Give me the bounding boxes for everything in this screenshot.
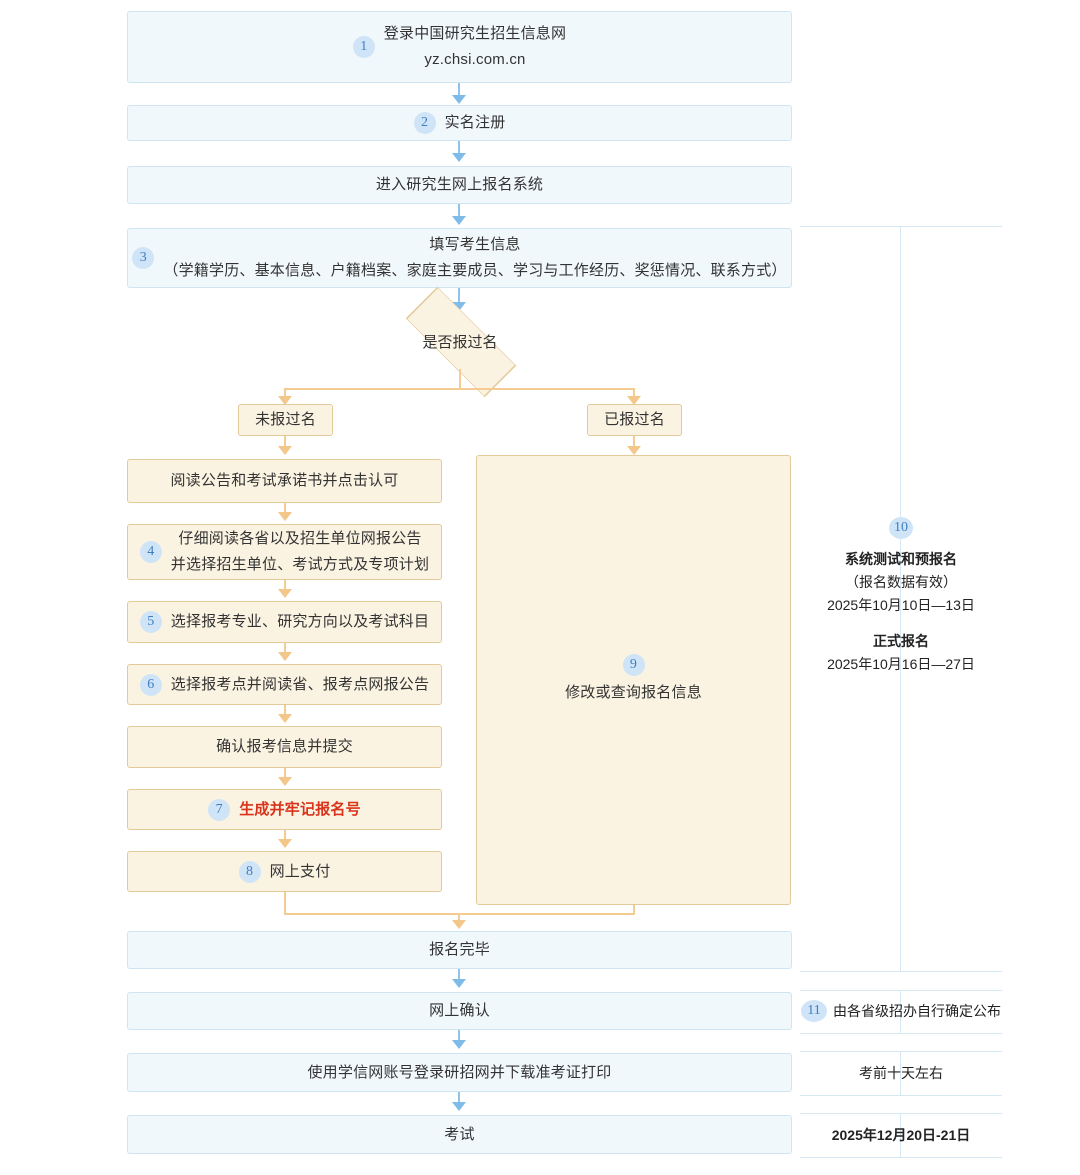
arrow-down-icon — [452, 979, 466, 988]
node-exam[interactable]: 考试 — [127, 1115, 792, 1154]
timeline-rule-3 — [800, 1033, 1002, 1034]
node-read-province-notice[interactable]: 4 仔细阅读各省以及招生单位网报公告 并选择招生单位、考试方式及专项计划 — [127, 524, 442, 580]
node-generate-registration-number[interactable]: 7 生成并牢记报名号 — [127, 789, 442, 830]
step-badge-6: 6 — [139, 673, 162, 696]
connector-left-3 — [284, 643, 286, 654]
node-fill-candidate-info-text: 填写考生信息 （学籍学历、基本信息、户籍档案、家庭主要成员、学习与工作经历、奖惩… — [163, 236, 787, 279]
node-read-notice[interactable]: 阅读公告和考试承诺书并点击认可 — [127, 459, 442, 503]
step-badge-7: 7 — [208, 798, 231, 821]
step-badge-8: 8 — [238, 860, 261, 883]
arrow-down-icon — [278, 446, 292, 455]
decision-label: 是否报过名 — [422, 333, 498, 351]
connector-tail-2 — [458, 1030, 460, 1042]
timeline-rule-1 — [800, 971, 1002, 972]
node-enter-system[interactable]: 进入研究生网上报名系统 — [127, 166, 792, 204]
arrow-down-icon — [278, 512, 292, 521]
arrow-down-icon — [278, 396, 292, 405]
connector-not-applied-down — [284, 436, 286, 448]
schedule-formal-reg-date: 2025年10月16日—27日 — [827, 656, 975, 672]
schedule-pre-reg-date: 2025年10月10日—13日 — [827, 597, 975, 613]
node-choose-exam-site[interactable]: 6 选择报考点并阅读省、报考点网报公告 — [127, 664, 442, 705]
node-read-province-notice-text: 仔细阅读各省以及招生单位网报公告 并选择招生单位、考试方式及专项计划 — [170, 530, 430, 573]
connector-branch-left-down — [284, 388, 286, 398]
timeline-vertical-line — [900, 226, 901, 971]
arrow-down-icon — [452, 302, 466, 311]
connector-merge-to-finish — [458, 913, 460, 922]
step-badge-9: 9 — [622, 654, 645, 676]
arrow-down-icon — [278, 652, 292, 661]
timeline-schedule-note: 10 系统测试和预报名 （报名数据有效） 2025年10月10日—13日 正式报… — [800, 515, 1002, 676]
node-choose-major[interactable]: 5 选择报考专业、研究方向以及考试科目 — [127, 601, 442, 643]
arrow-down-icon — [452, 95, 466, 104]
timeline-rule-top — [800, 226, 1002, 227]
arrow-down-icon — [452, 1040, 466, 1049]
arrow-down-icon — [452, 216, 466, 225]
connector-left-merge-down — [284, 892, 286, 914]
step-badge-11: 11 — [801, 1000, 827, 1022]
schedule-pre-reg-sub: （报名数据有效） — [845, 574, 957, 590]
decision-has-applied[interactable]: 是否报过名 — [375, 286, 545, 398]
connector-left-6 — [284, 830, 286, 841]
node-login[interactable]: 1 登录中国研究生招生信息网 yz.chsi.com.cn — [127, 11, 792, 83]
connector-fillinfo-to-decision — [458, 288, 460, 304]
connector-left-2 — [284, 580, 286, 591]
timeline-row-confirm-date: 11 由各省级招办自行确定公布 — [800, 999, 1002, 1023]
schedule-spacer — [800, 617, 1002, 630]
node-modify-or-query[interactable]: 9 修改或查询报名信息 — [476, 455, 791, 905]
arrow-down-icon — [278, 714, 292, 723]
timeline-vertical-line-2 — [900, 990, 901, 1033]
node-online-payment[interactable]: 8 网上支付 — [127, 851, 442, 892]
arrow-down-icon — [452, 153, 466, 162]
timeline-row-ticket-date-text: 考前十天左右 — [859, 1065, 943, 1081]
schedule-pre-reg-title: 系统测试和预报名 — [845, 551, 957, 567]
timeline-rule-5 — [800, 1095, 1002, 1096]
connector-right-merge-down — [633, 905, 635, 914]
connector-applied-down — [633, 436, 635, 448]
step-badge-4: 4 — [139, 541, 162, 563]
connector-login-to-register — [458, 83, 460, 97]
timeline-row-exam-date-text: 2025年12月20日-21日 — [831, 1127, 971, 1143]
node-registration-finished[interactable]: 报名完毕 — [127, 931, 792, 969]
step-badge-1: 1 — [352, 36, 375, 58]
branch-not-applied[interactable]: 未报过名 — [238, 404, 333, 436]
connector-branch-right-down — [633, 388, 635, 398]
connector-register-to-enter — [458, 141, 460, 155]
node-confirm-submit[interactable]: 确认报考信息并提交 — [127, 726, 442, 768]
node-online-confirmation[interactable]: 网上确认 — [127, 992, 792, 1030]
arrow-down-icon — [452, 920, 466, 929]
arrow-down-icon — [627, 446, 641, 455]
schedule-formal-reg-title: 正式报名 — [873, 633, 929, 649]
timeline-row-ticket-date: 考前十天左右 — [800, 1061, 1002, 1085]
arrow-down-icon — [452, 1102, 466, 1111]
arrow-down-icon — [278, 589, 292, 598]
step-badge-10: 10 — [889, 517, 913, 539]
step-badge-2: 2 — [413, 112, 436, 134]
step-badge-3: 3 — [132, 247, 155, 269]
arrow-down-icon — [278, 777, 292, 786]
connector-left-1 — [284, 503, 286, 514]
timeline-rule-7 — [800, 1157, 1002, 1158]
connector-enter-to-fillinfo — [458, 204, 460, 218]
timeline-vertical-line-3 — [900, 1051, 901, 1095]
arrow-down-icon — [278, 839, 292, 848]
timeline-rule-2 — [800, 990, 1002, 991]
step-badge-5: 5 — [139, 611, 162, 633]
timeline-row-confirm-date-text: 由各省级招办自行确定公布 — [833, 1003, 1001, 1019]
timeline-rule-6 — [800, 1113, 1002, 1114]
connector-tail-1 — [458, 969, 460, 981]
node-download-admission-ticket[interactable]: 使用学信网账号登录研招网并下载准考证打印 — [127, 1053, 792, 1092]
connector-left-4 — [284, 705, 286, 716]
timeline-rule-4 — [800, 1051, 1002, 1052]
connector-tail-3 — [458, 1092, 460, 1104]
branch-applied[interactable]: 已报过名 — [587, 404, 682, 436]
connector-left-5 — [284, 768, 286, 779]
connector-branch-split — [284, 388, 634, 390]
node-fill-candidate-info[interactable]: 3 填写考生信息 （学籍学历、基本信息、户籍档案、家庭主要成员、学习与工作经历、… — [127, 228, 792, 288]
arrow-down-icon — [627, 396, 641, 405]
timeline-row-exam-date: 2025年12月20日-21日 — [800, 1123, 1002, 1147]
node-login-text: 登录中国研究生招生信息网 yz.chsi.com.cn — [383, 25, 567, 68]
timeline-vertical-line-4 — [900, 1113, 901, 1157]
node-real-name-register[interactable]: 2 实名注册 — [127, 105, 792, 141]
connector-decision-down — [459, 369, 461, 389]
